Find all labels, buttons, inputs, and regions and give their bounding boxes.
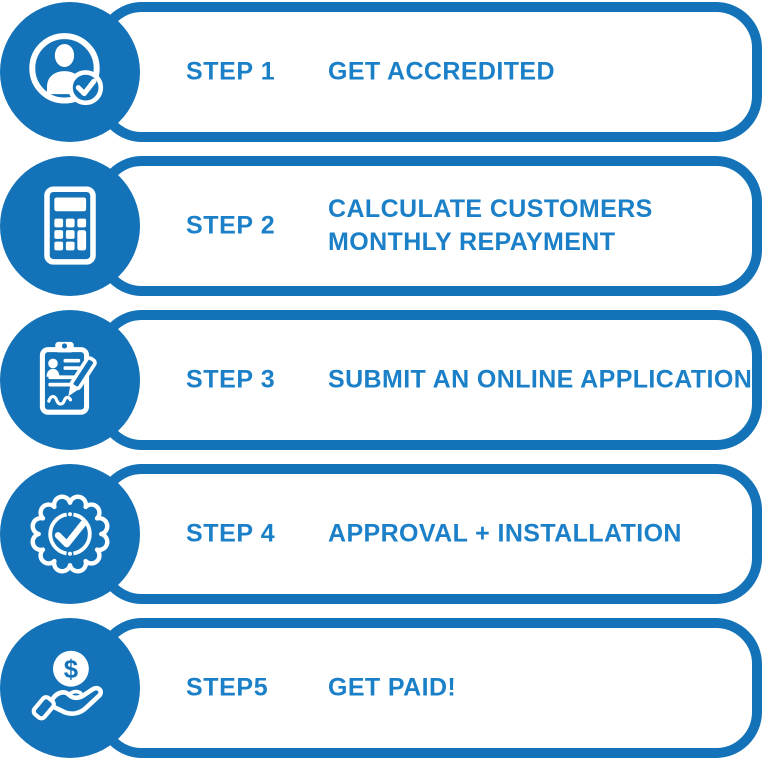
step-pill [96, 156, 762, 296]
clipboard-pen-icon [39, 341, 97, 415]
step-label: STEP 3 [186, 365, 276, 394]
step-label: STEP 1 [186, 57, 276, 86]
step-label: STEP 2 [186, 211, 276, 240]
badge-check-icon [30, 494, 110, 574]
step-row-3: STEP 3 SUBMIT AN ONLINE APPLICATION [0, 310, 768, 450]
step-description: GET ACCREDITED [328, 57, 555, 86]
step-label: STEP 4 [186, 519, 276, 548]
step-description: GET PAID! [328, 673, 457, 702]
step-pill [96, 2, 762, 142]
step-icon-circle [0, 156, 140, 296]
calculator-icon [44, 186, 96, 265]
step-row-2: STEP 2 CALCULATE CUSTOMERS MONTHLY REPAY… [0, 156, 768, 296]
step-row-4: STEP 4 APPROVAL + INSTALLATION [0, 464, 768, 604]
step-description: APPROVAL + INSTALLATION [328, 519, 682, 548]
step-description: CALCULATE CUSTOMERS MONTHLY REPAYMENT [328, 195, 653, 256]
step-icon-circle [0, 310, 140, 450]
hand-coin-icon: $ [31, 650, 103, 721]
step-label: STEP5 [186, 673, 269, 702]
step-pill [96, 618, 762, 758]
step-row-1: STEP 1 GET ACCREDITED [0, 2, 768, 142]
step-icon-circle [0, 464, 140, 604]
dollar-sign: $ [64, 656, 78, 684]
step-pill [96, 464, 762, 604]
step-icon-circle [0, 2, 140, 142]
person-check-icon [29, 33, 104, 106]
step-icon-circle: $ [0, 618, 140, 758]
step-row-5: $ STEP5 GET PAID! [0, 618, 768, 758]
step-description: SUBMIT AN ONLINE APPLICATION [328, 365, 753, 394]
step-pill [96, 310, 762, 450]
